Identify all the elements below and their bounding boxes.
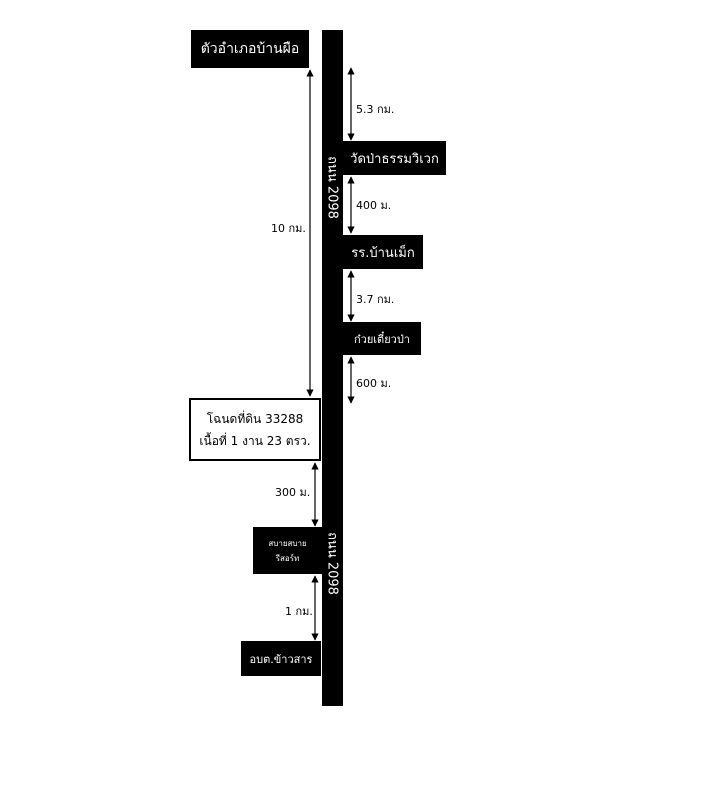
- plot-deed-label: โฉนดที่ดิน 33288: [206, 411, 304, 426]
- temple-box: วัดป่าธรรมวิเวก: [343, 141, 446, 175]
- school-label: รร.บ้านเม็ก: [351, 245, 415, 261]
- district-label: ตัวอำเภอบ้านผือ: [200, 41, 300, 57]
- resort-label-line2: รีสอร์ท: [275, 553, 300, 563]
- distance-resort-to-sao: 1 กม.: [285, 605, 313, 618]
- resort-box: สบายสบาย รีสอร์ท: [253, 527, 322, 574]
- school-box: รร.บ้านเม็ก: [343, 235, 423, 269]
- temple-label: วัดป่าธรรมวิเวก: [350, 151, 439, 167]
- district-box: ตัวอำเภอบ้านผือ: [191, 30, 309, 68]
- distance-district-to-plot: 10 กม.: [271, 222, 306, 235]
- plot-area-label: เนื้อที่ 1 งาน 23 ตรว.: [199, 433, 311, 448]
- sao-box: อบต.ข้าวสาร: [241, 641, 321, 676]
- noodle-box: ก๋วยเตี๋ยวป่า: [343, 322, 421, 355]
- distance-top-to-temple: 5.3 กม.: [356, 103, 395, 116]
- distance-school-to-noodle: 3.7 กม.: [356, 293, 395, 306]
- sao-label: อบต.ข้าวสาร: [249, 652, 313, 666]
- distance-plot-to-resort: 300 ม.: [275, 486, 311, 499]
- distance-noodle-below: 600 ม.: [356, 377, 392, 390]
- noodle-label: ก๋วยเตี๋ยวป่า: [354, 332, 410, 346]
- road-2098: [322, 30, 343, 706]
- distance-temple-to-school: 400 ม.: [356, 199, 392, 212]
- resort-label-line1: สบายสบาย: [268, 538, 307, 548]
- land-plot-box: โฉนดที่ดิน 33288 เนื้อที่ 1 งาน 23 ตรว.: [189, 398, 321, 461]
